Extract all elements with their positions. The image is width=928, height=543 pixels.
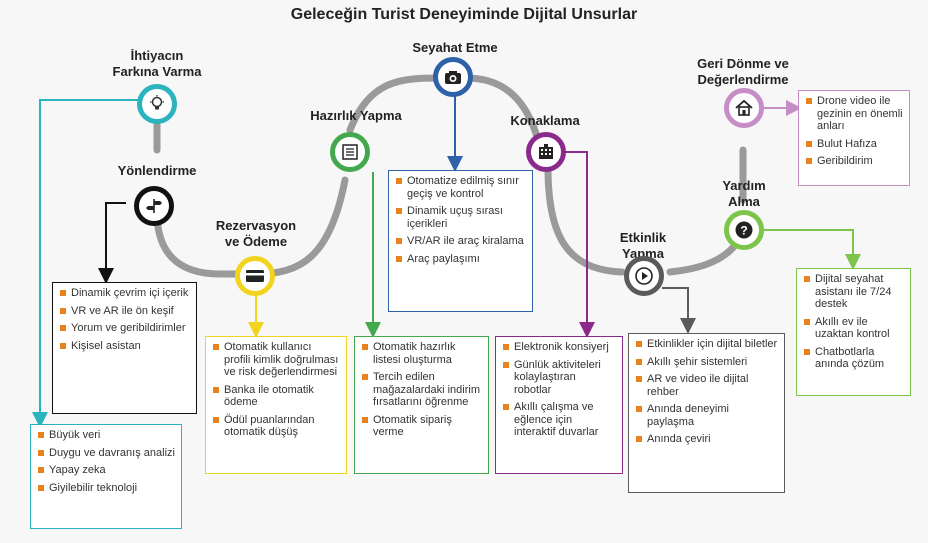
stage-label-hazirlik: Hazırlık Yapma xyxy=(310,108,402,123)
stage-label-yonlendirme: Yönlendirme xyxy=(117,163,197,178)
connector-lightgreen xyxy=(760,229,861,270)
list-item: Duygu ve davranış analizi xyxy=(37,447,175,460)
hotel-icon xyxy=(539,144,553,159)
checklist-icon xyxy=(342,144,358,160)
list-item: Araç paylaşımı xyxy=(395,253,526,266)
box-rezervasyon: Otomatik kullanıcı profili kimlik doğrul… xyxy=(205,336,347,474)
svg-text:?: ? xyxy=(740,224,747,238)
connector-teal xyxy=(32,99,152,428)
list-item: Otomatik kullanıcı profili kimlik doğrul… xyxy=(212,341,340,379)
connector-purple xyxy=(563,151,595,338)
camera-icon xyxy=(445,71,461,84)
question-icon: ? xyxy=(735,221,753,239)
box-yonlendirme: Dinamik çevrim içi içerik VR ve AR ile ön… xyxy=(52,282,197,414)
list-item: Otomatik sipariş verme xyxy=(361,414,482,439)
stage-node-hazirlik xyxy=(330,132,370,172)
stage-node-etkinlik xyxy=(624,256,664,296)
box-yardim: Dijital seyahat asistanı ile 7/24 destek… xyxy=(796,268,911,396)
list-item: Akıllı ev ile uzaktan kontrol xyxy=(803,316,904,341)
list-item: Elektronik konsiyerj xyxy=(502,341,616,354)
list-item: Anında çeviri xyxy=(635,433,778,446)
list-item: Giyilebilir teknoloji xyxy=(37,482,175,495)
stage-node-seyahat xyxy=(433,57,473,97)
list-item: Banka ile otomatik ödeme xyxy=(212,384,340,409)
connector-dgray xyxy=(662,287,696,334)
list-item: Yapay zeka xyxy=(37,464,175,477)
list-item: Dinamik uçuş sırası içerikleri xyxy=(395,205,526,230)
list-item: Dinamik çevrim içi içerik xyxy=(59,287,190,300)
list-item: Akıllı çalışma ve eğlence için interakti… xyxy=(502,401,616,439)
stage-node-geri xyxy=(724,88,764,128)
stage-node-yardim: ? xyxy=(724,210,764,250)
list-item: Chatbotlarla anında çözüm xyxy=(803,346,904,371)
list-item: VR/AR ile araç kiralama xyxy=(395,235,526,248)
list-item: Tercih edilen mağazalardaki indirim fırs… xyxy=(361,371,482,409)
list-item: Anında deneyimi paylaşma xyxy=(635,403,778,428)
lightbulb-icon xyxy=(150,95,164,110)
diagram-title: Geleceğin Turist Deneyiminde Dijital Uns… xyxy=(290,6,638,23)
play-icon xyxy=(635,267,653,285)
credit-card-icon xyxy=(246,270,264,282)
list-item: VR ve AR ile ön keşif xyxy=(59,305,190,318)
list-item: Büyük veri xyxy=(37,429,175,442)
stage-node-yonlendirme xyxy=(134,186,174,226)
list-item: Otomatize edilmiş sınır geçiş ve kontrol xyxy=(395,175,526,200)
list-item: Etkinlikler için dijital biletler xyxy=(635,338,778,351)
list-item: Dijital seyahat asistanı ile 7/24 destek xyxy=(803,273,904,311)
stage-node-rezervasyon xyxy=(235,256,275,296)
list-item: AR ve video ile dijital rehber xyxy=(635,373,778,398)
connector-black xyxy=(98,202,126,284)
box-geri: Drone video ile gezinin en önemli anları… xyxy=(798,90,910,186)
signpost-icon xyxy=(146,199,162,213)
box-seyahat: Otomatize edilmiş sınır geçiş ve kontrol… xyxy=(388,170,533,312)
list-item: Günlük aktiviteleri kolaylaştıran robotl… xyxy=(502,359,616,397)
stage-label-seyahat: Seyahat Etme xyxy=(412,40,498,55)
list-item: Yorum ve geribildirimler xyxy=(59,322,190,335)
list-item: Drone video ile gezinin en önemli anları xyxy=(805,95,903,133)
list-item: Geribildirim xyxy=(805,155,903,168)
stage-node-ihtiyac xyxy=(137,84,177,124)
list-item: Otomatik hazırlık listesi oluşturma xyxy=(361,341,482,366)
home-icon xyxy=(735,99,753,116)
list-item: Bulut Hafıza xyxy=(805,138,903,151)
stage-node-konaklama xyxy=(526,132,566,172)
list-item: Akıllı şehir sistemleri xyxy=(635,356,778,369)
list-item: Kişisel asistan xyxy=(59,340,190,353)
stage-label-konaklama: Konaklama xyxy=(510,113,580,128)
list-item: Ödül puanlarından otomatik düşüş xyxy=(212,414,340,439)
